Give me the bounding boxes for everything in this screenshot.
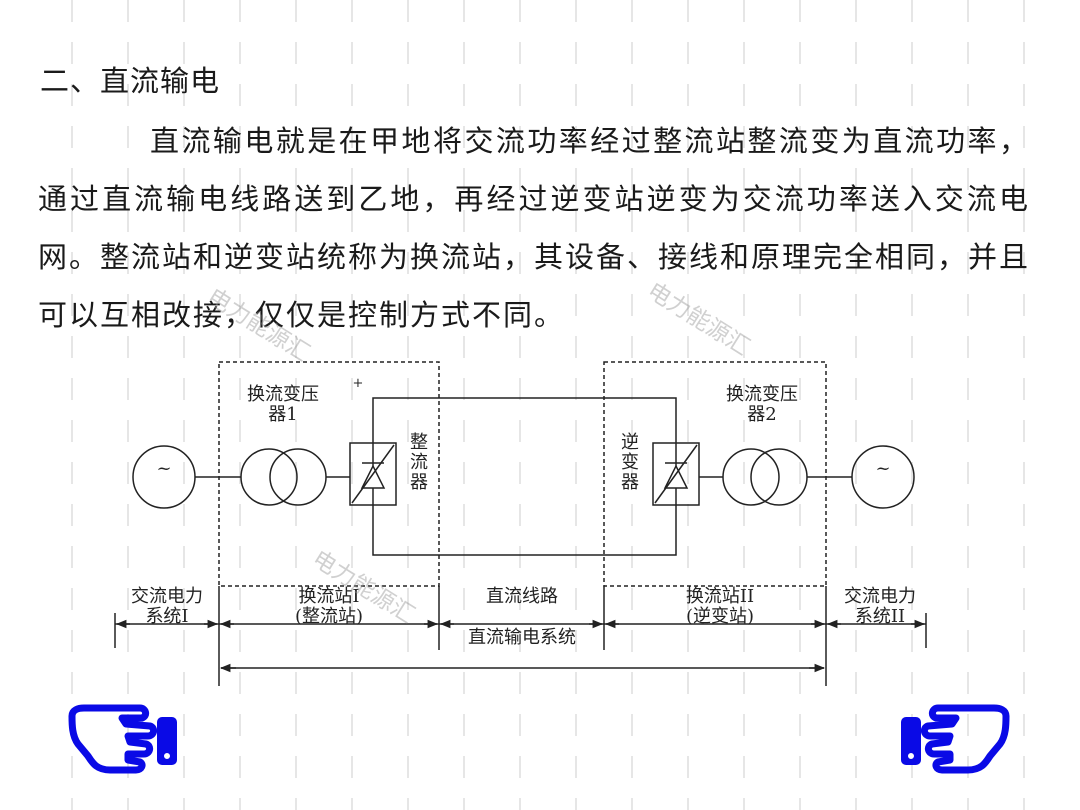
converter-station-1-label: 换流站I	[298, 586, 359, 607]
converter-station-2-label: (逆变站)	[686, 606, 754, 627]
pointing-hand-left-icon[interactable]	[64, 690, 184, 780]
converter-station-2-box	[603, 361, 827, 587]
inverter-label: 器	[621, 472, 639, 493]
inverter-label: 逆	[621, 432, 639, 453]
converter-station-1-box	[218, 361, 440, 587]
converter-station-2-label: 换流站II	[686, 586, 754, 607]
transformer-2-label: 器2	[747, 404, 776, 425]
ac-system-1-label: 系统I	[145, 606, 188, 627]
pointing-hand-right-icon[interactable]	[894, 690, 1014, 780]
section-heading: 二、直流输电	[40, 64, 221, 98]
dc-system-label: 直流输电系统	[468, 627, 576, 648]
rectifier-label: 整	[410, 432, 428, 453]
ac-system-1-label: 交流电力	[131, 586, 203, 607]
transformer-1-label: 换流变压	[247, 384, 319, 405]
rectifier-icon	[349, 442, 397, 506]
ac-system-2-label: 交流电力	[844, 586, 916, 607]
dc-line-positive	[372, 397, 677, 443]
rectifier-label: 流	[410, 452, 428, 473]
body-paragraph: 直流输电就是在甲地将交流功率经过整流站整流变为直流功率，通过直流输电线路送到乙地…	[38, 124, 1031, 332]
transformer-2-icon	[722, 448, 808, 506]
inverter-icon	[652, 442, 700, 506]
generator-2-symbol: ~	[875, 458, 890, 479]
transformer-2-label: 换流变压	[726, 384, 798, 405]
transformer-1-label: 器1	[268, 404, 297, 425]
generator-1-symbol: ~	[156, 458, 171, 479]
hvdc-diagram: ~ ~ + 换流变压 器1 换流变压 器2 整 流 器 逆 变 器 交流电力 系…	[114, 361, 927, 686]
ac-generator-2-icon	[851, 445, 915, 509]
transformer-1-icon	[240, 448, 327, 506]
converter-station-1-label: (整流站)	[295, 606, 363, 627]
ac-system-2-label: 系统II	[855, 606, 905, 627]
dc-line-negative	[372, 505, 677, 556]
dc-line-label: 直流线路	[486, 586, 558, 607]
rectifier-label: 器	[410, 472, 428, 493]
inverter-label: 变	[621, 452, 639, 473]
plus-sign: +	[353, 376, 364, 391]
